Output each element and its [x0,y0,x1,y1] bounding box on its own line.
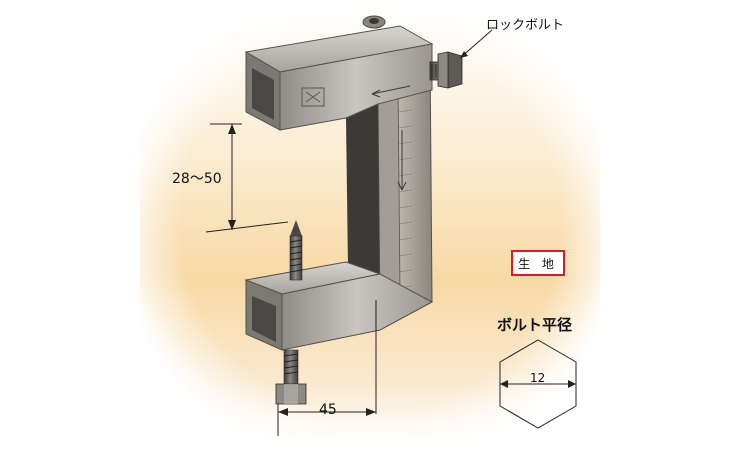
bolt-size-value: 12 [530,371,546,385]
width-label: 45 [319,402,337,418]
clamp-range-label: 28～50 [172,171,222,187]
maker-logo [301,87,325,107]
hex-diagram [499,339,577,429]
clamp-bolt-lower [275,349,307,405]
finish-badge: 生 地 [511,250,565,276]
dimension-lines [205,29,493,436]
lower-channel-opening [252,296,276,342]
finish-badge-text: 生 地 [518,256,558,271]
upper-channel-opening [252,68,274,120]
clamp-bolt-upper [289,220,303,281]
lock-bolt-label: ロックボルト [486,18,565,33]
lock-bolt [429,51,463,89]
clamp-throat [346,104,380,274]
arrow-marking-h [371,85,411,95]
dimension-arrows [228,51,468,416]
bolt-size-title: ボルト平径 [497,316,573,334]
clamp-inner-face [377,83,401,301]
